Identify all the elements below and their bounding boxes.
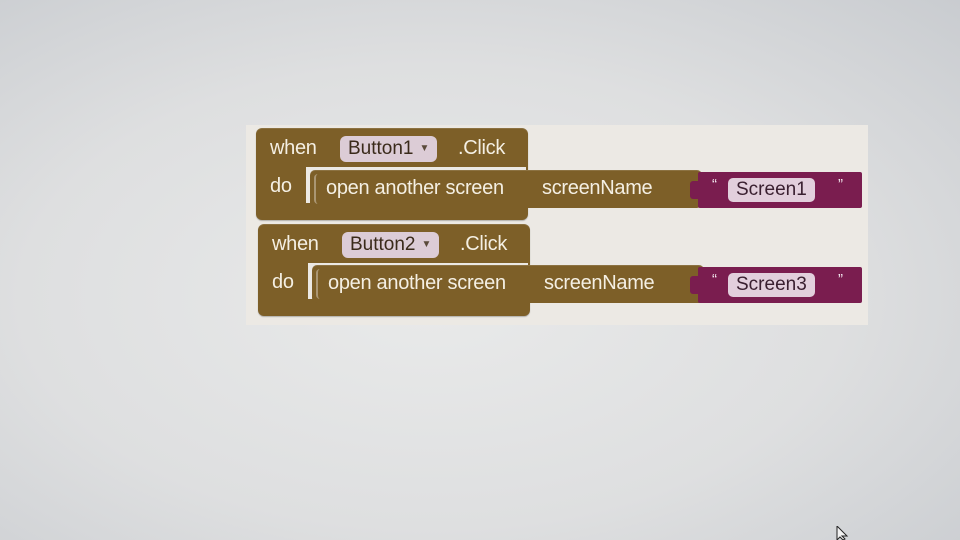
- when-keyword: when: [272, 233, 319, 255]
- param-label: screenName: [542, 177, 653, 199]
- string-value-field[interactable]: Screen3: [728, 273, 815, 297]
- value-plug: [690, 276, 700, 294]
- text-string-block[interactable]: “ Screen1 ”: [690, 172, 862, 208]
- statement-label: open another screen: [328, 272, 506, 294]
- event-name: .Click: [458, 137, 506, 159]
- event-name: .Click: [460, 233, 508, 255]
- close-quote: ”: [838, 271, 843, 288]
- open-another-screen-block[interactable]: open another screen screenName: [310, 170, 702, 208]
- param-label: screenName: [544, 272, 655, 294]
- caret-down-icon: ▼: [421, 239, 432, 250]
- open-another-screen-block[interactable]: open another screen screenName: [312, 265, 704, 303]
- component-name: Button1: [348, 138, 414, 159]
- text-string-block[interactable]: “ Screen3 ”: [690, 267, 862, 303]
- component-dropdown[interactable]: Button1 ▼: [340, 136, 438, 162]
- close-quote: ”: [838, 176, 843, 193]
- component-dropdown[interactable]: Button2 ▼: [342, 232, 440, 258]
- when-keyword: when: [270, 137, 317, 159]
- open-quote: “: [712, 176, 717, 193]
- open-quote: “: [712, 271, 717, 288]
- mouse-pointer-icon: [836, 526, 849, 540]
- do-keyword: do: [272, 271, 294, 293]
- do-keyword: do: [270, 175, 292, 197]
- value-plug: [690, 181, 700, 199]
- component-name: Button2: [350, 234, 416, 255]
- statement-connector: [316, 269, 322, 299]
- statement-connector: [314, 174, 320, 204]
- string-value-field[interactable]: Screen1: [728, 178, 815, 202]
- statement-label: open another screen: [326, 177, 504, 199]
- caret-down-icon: ▼: [419, 143, 430, 154]
